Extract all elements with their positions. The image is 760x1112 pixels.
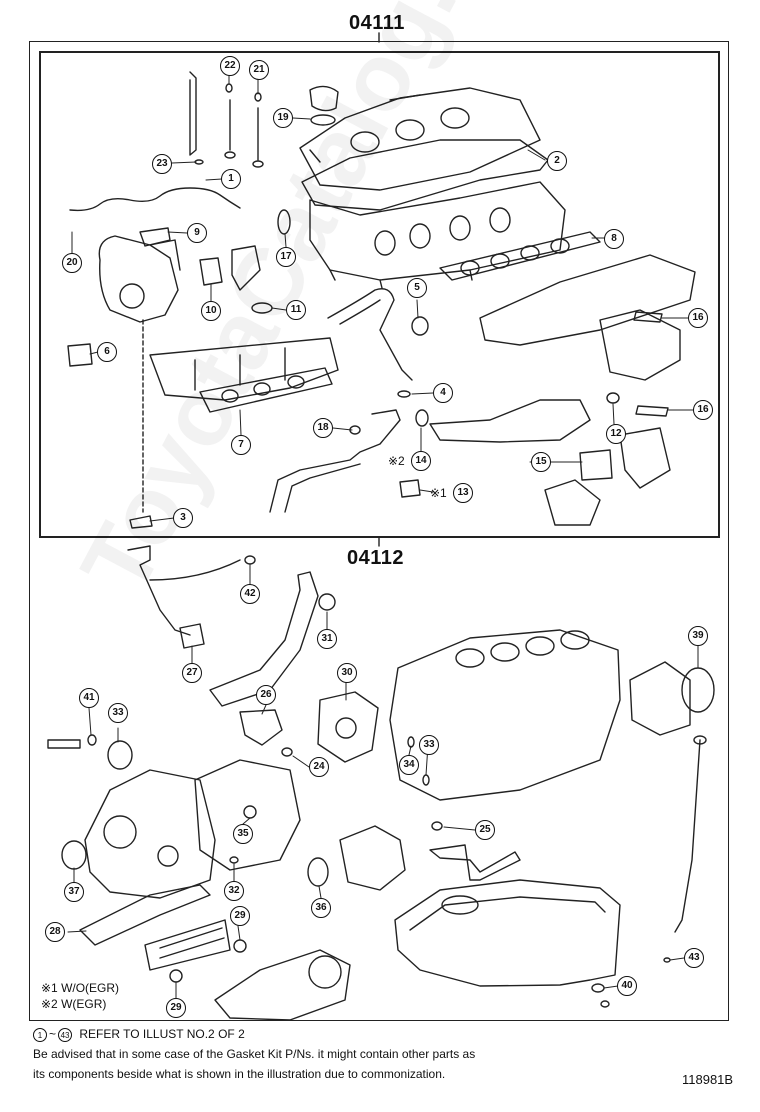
callout-3[interactable]: 3 — [173, 508, 193, 528]
callout-9[interactable]: 9 — [187, 223, 207, 243]
callout-19[interactable]: 19 — [273, 108, 293, 128]
callout-33-block[interactable]: 33 — [419, 735, 439, 755]
callout-25[interactable]: 25 — [475, 820, 495, 840]
egr-marker-14: ※2 — [388, 454, 405, 468]
cylinder-head-drawing — [309, 181, 566, 289]
callout-10[interactable]: 10 — [201, 301, 221, 321]
callout-32[interactable]: 32 — [224, 881, 244, 901]
callout-6[interactable]: 6 — [97, 342, 117, 362]
exhaust-manifold-drawing — [149, 337, 339, 401]
callout-42[interactable]: 42 — [240, 584, 260, 604]
range-tilde: ~ — [49, 1027, 57, 1041]
cylinder-block-drawing — [389, 629, 621, 801]
callout-35[interactable]: 35 — [233, 824, 253, 844]
callout-20[interactable]: 20 — [62, 253, 82, 273]
callout-41[interactable]: 41 — [79, 688, 99, 708]
oil-filler-cap-drawing — [309, 85, 339, 112]
callout-28[interactable]: 28 — [45, 922, 65, 942]
callout-36[interactable]: 36 — [311, 898, 331, 918]
range-start-circle: 1 — [33, 1027, 47, 1042]
exhaust-manifold-gasket-drawing — [199, 367, 333, 413]
callout-16-upper[interactable]: 16 — [688, 308, 708, 328]
legend-w-o-egr: ※1 W/O(EGR) — [41, 981, 120, 995]
callout-13[interactable]: 13 — [453, 483, 473, 503]
callout-29-upper[interactable]: 29 — [230, 906, 250, 926]
callout-14[interactable]: 14 — [411, 451, 431, 471]
no-egr-marker-13: ※1 — [430, 486, 447, 500]
injector-drawing — [189, 71, 197, 156]
callout-1[interactable]: 1 — [221, 169, 241, 189]
callout-5[interactable]: 5 — [407, 278, 427, 298]
refer-text: REFER TO ILLUST NO.2 OF 2 — [79, 1027, 245, 1041]
valve-cover-drawing — [299, 87, 541, 191]
callout-34[interactable]: 34 — [399, 755, 419, 775]
callout-7[interactable]: 7 — [231, 435, 251, 455]
callout-39[interactable]: 39 — [688, 626, 708, 646]
section-title-lower: 04112 — [347, 547, 405, 569]
callout-4[interactable]: 4 — [433, 383, 453, 403]
advisory-line-1: Be advised that in some case of the Gask… — [33, 1047, 476, 1061]
callout-40[interactable]: 40 — [617, 976, 637, 996]
callout-23[interactable]: 23 — [152, 154, 172, 174]
legend-w-egr: ※2 W(EGR) — [41, 997, 107, 1011]
oil-pan-drawing — [394, 879, 621, 987]
callout-11[interactable]: 11 — [286, 300, 306, 320]
callout-37[interactable]: 37 — [64, 882, 84, 902]
callout-16-lower[interactable]: 16 — [693, 400, 713, 420]
callout-17[interactable]: 17 — [276, 247, 296, 267]
callout-12[interactable]: 12 — [606, 424, 626, 444]
callout-2[interactable]: 2 — [547, 151, 567, 171]
callout-8[interactable]: 8 — [604, 229, 624, 249]
callout-18[interactable]: 18 — [313, 418, 333, 438]
callout-29-lower[interactable]: 29 — [166, 998, 186, 1018]
callout-26[interactable]: 26 — [256, 685, 276, 705]
footnote-refer: 1~43 REFER TO ILLUST NO.2 OF 2 — [33, 1026, 245, 1042]
callout-24[interactable]: 24 — [309, 757, 329, 777]
callout-30[interactable]: 30 — [337, 663, 357, 683]
callout-31[interactable]: 31 — [317, 629, 337, 649]
callout-22[interactable]: 22 — [220, 56, 240, 76]
figure-id: 118981B — [682, 1072, 734, 1087]
callout-15[interactable]: 15 — [531, 452, 551, 472]
callout-27[interactable]: 27 — [182, 663, 202, 683]
callout-33-left[interactable]: 33 — [108, 703, 128, 723]
callout-21[interactable]: 21 — [249, 60, 269, 80]
callout-43[interactable]: 43 — [684, 948, 704, 968]
timing-cover-drawing — [84, 769, 216, 899]
intake-manifold-drawing — [479, 254, 696, 346]
valve-cover-gasket-drawing — [301, 139, 549, 211]
turbocharger-drawing — [98, 235, 181, 323]
upper-kit-frame — [39, 51, 720, 538]
section-title-upper: 04111 — [349, 12, 405, 34]
advisory-line-2: its components beside what is shown in t… — [33, 1067, 446, 1081]
intake-manifold-gasket-drawing — [439, 231, 601, 281]
range-end-circle: 43 — [58, 1027, 73, 1042]
